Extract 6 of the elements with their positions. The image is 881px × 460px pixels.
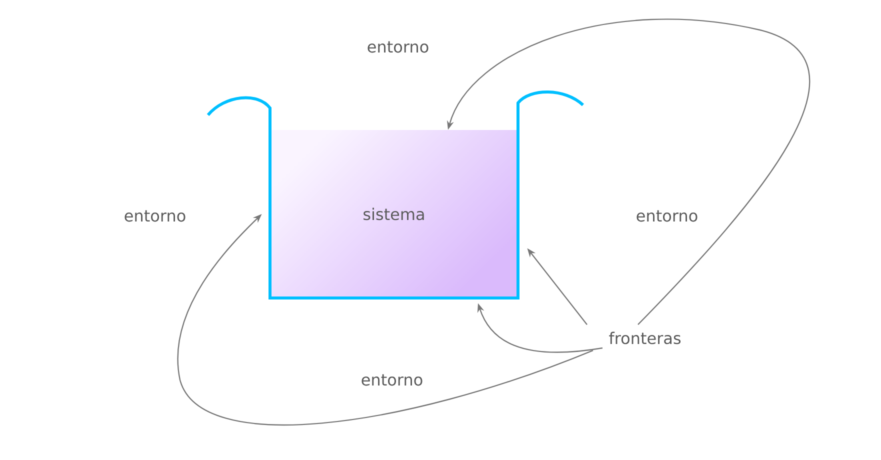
- system-container: sistema: [206, 90, 584, 300]
- text-label: entorno: [636, 210, 698, 222]
- text-label: entorno: [124, 210, 186, 222]
- text-label: fronteras: [609, 332, 681, 344]
- text-label: entorno: [362, 374, 422, 386]
- text-label: entorno: [368, 41, 428, 53]
